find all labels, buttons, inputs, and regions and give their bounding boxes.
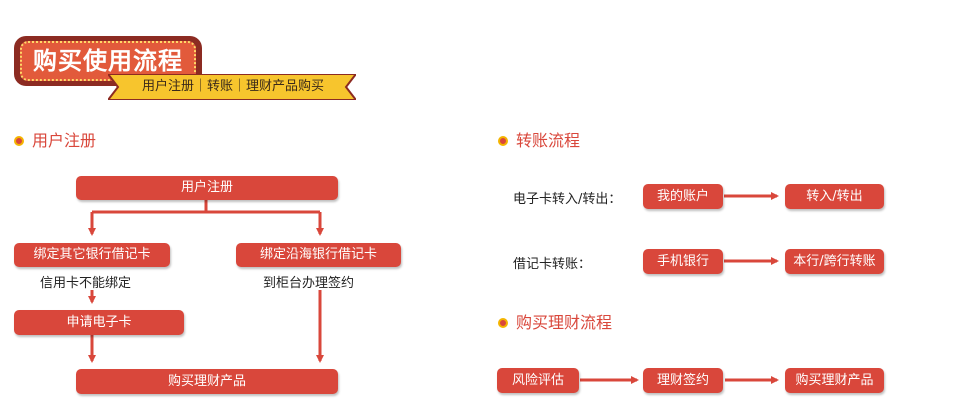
banner-subtitle: 用户注册｜转账｜理财产品购买 xyxy=(141,79,324,94)
bind-coastal-bank-box: 绑定沿海银行借记卡 xyxy=(236,243,401,267)
buy-product-box: 购买理财产品 xyxy=(76,369,338,394)
bullet-icon xyxy=(498,318,508,328)
ecard-transfer-label: 电子卡转入/转出： xyxy=(513,192,622,207)
transfer-heading: 转账流程 xyxy=(516,131,581,150)
banner-ribbon xyxy=(108,74,356,100)
my-account-box: 我的账户 xyxy=(643,184,723,209)
bullet-icon xyxy=(14,136,24,146)
bind-other-bank-box: 绑定其它银行借记卡 xyxy=(14,243,170,267)
transfer-in-out-box: 转入/转出 xyxy=(785,184,884,209)
register-heading: 用户注册 xyxy=(32,131,97,150)
wealth-signing-box: 理财签约 xyxy=(643,368,723,393)
apply-ecard-box: 申请电子卡 xyxy=(14,310,184,335)
banner-title: 购买使用流程 xyxy=(33,47,183,75)
intra-inter-bank-box: 本行/跨行转账 xyxy=(785,249,884,274)
register-top-box: 用户注册 xyxy=(76,176,338,200)
buy-wealth-product-box: 购买理财产品 xyxy=(785,368,884,393)
purchase-heading: 购买理财流程 xyxy=(516,313,613,332)
bullet-icon xyxy=(498,136,508,146)
credit-card-note: 信用卡不能绑定 xyxy=(40,276,132,291)
risk-assessment-box: 风险评估 xyxy=(497,368,579,393)
debit-transfer-label: 借记卡转账： xyxy=(513,257,592,272)
mobile-banking-box: 手机银行 xyxy=(643,249,723,274)
counter-sign-note: 到柜台办理签约 xyxy=(263,276,355,291)
